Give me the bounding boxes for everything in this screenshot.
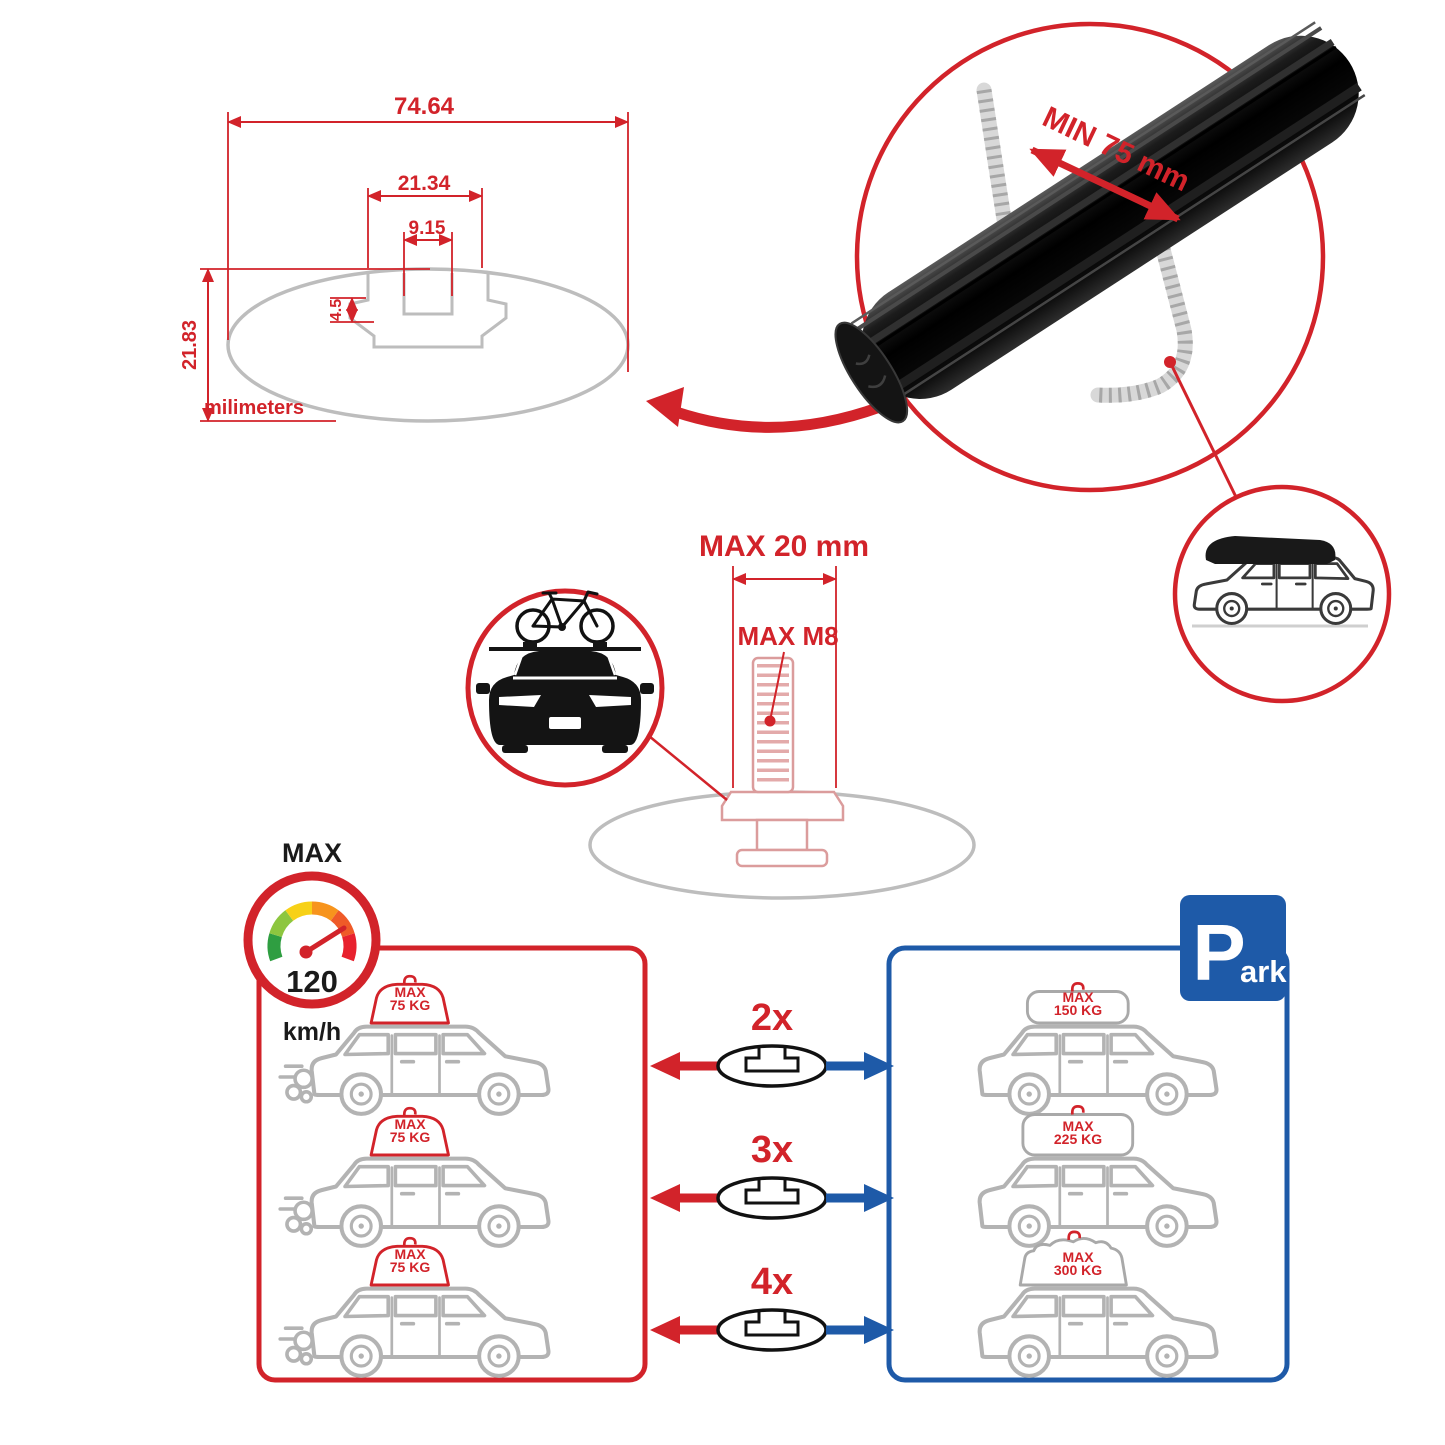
dim-total-width-label: 74.64	[394, 93, 455, 120]
bolt-max-length-label: MAX 20 mm	[699, 530, 869, 563]
dim-lines	[202, 116, 629, 422]
load-label: MAX	[394, 1246, 426, 1262]
crossbar-end-face	[834, 321, 909, 424]
u-bolt	[976, 82, 1193, 403]
speed-value: 120	[286, 964, 338, 999]
crossbar-profile-icon	[716, 1176, 828, 1220]
zoom-circle-outline	[854, 21, 1326, 493]
gauge-hub	[299, 945, 313, 959]
load-weight: 150 KG	[1054, 1002, 1102, 1018]
park-sign-plate	[1180, 895, 1286, 1001]
dim-lip-depth-label: 4.5	[328, 299, 345, 321]
crossbar-profile-icon	[716, 1308, 828, 1352]
crossbar-zoom-circle: MIN 75 mm	[834, 21, 1366, 493]
count-label: 2x	[751, 997, 793, 1039]
bolt-extension-lines	[732, 566, 837, 788]
dim-slot-width-label: 9.15	[409, 218, 446, 239]
speed-max-label: MAX	[282, 838, 342, 868]
load-weight: 75 KG	[390, 1259, 431, 1275]
parked-cars: MAX 150 KG MAX 225 KG MAX 300 KG	[980, 981, 1217, 1376]
callout-dot	[1164, 356, 1176, 368]
gauge-ring	[243, 871, 381, 1009]
profile-channel	[348, 271, 508, 349]
callout-line-suv	[1170, 365, 1238, 498]
gauge-needle	[303, 925, 347, 955]
park-sign-letter: P	[1192, 908, 1245, 997]
bike-car-circle	[465, 588, 665, 788]
park-sign: P ark	[1180, 895, 1287, 1001]
load-label: MAX	[394, 984, 426, 1000]
load-label: MAX	[1062, 1118, 1094, 1134]
driving-cars: MAX 75 KG MAX 75 KG MAX 75 KG	[278, 974, 548, 1376]
speed-gauge: MAX 120 km/h	[243, 838, 381, 1046]
count-label: 4x	[751, 1261, 793, 1303]
load-label: MAX	[394, 1116, 426, 1132]
zoom-pointer-arrow	[646, 387, 886, 433]
dim-channel-width-label: 21.34	[398, 172, 451, 195]
load-label: MAX	[1062, 1249, 1094, 1265]
left-arrowhead	[650, 1316, 680, 1344]
m8-callout-dot	[764, 715, 776, 727]
gauge-arc	[267, 901, 357, 962]
car-front-view-icon	[476, 642, 654, 753]
load-label: MAX	[1062, 989, 1094, 1005]
count-label: 3x	[751, 1129, 793, 1171]
crossbar-3d	[834, 21, 1366, 424]
suv-roofbox-circle	[1172, 484, 1392, 704]
left-arrowhead	[650, 1184, 680, 1212]
dim-extension-lines	[200, 112, 629, 422]
bolt-detail-diagram: MAX 20 mm MAX M8	[588, 530, 976, 900]
roof-cargo-box	[1205, 536, 1336, 564]
speed-unit: km/h	[283, 1018, 341, 1046]
m8-leader-line	[770, 651, 785, 717]
multiplier-rows: 2x 3x 4x	[650, 997, 894, 1352]
callout-line-bikecar	[648, 735, 728, 801]
suv-illustration	[1192, 536, 1375, 628]
profile-slot	[402, 273, 454, 316]
left-arrowhead	[650, 1052, 680, 1080]
right-arrowhead	[864, 1184, 894, 1212]
bolt-max-thread-label: MAX M8	[737, 621, 838, 651]
load-weight: 300 KG	[1054, 1262, 1102, 1278]
crossbar-profile-icon	[716, 1044, 828, 1088]
right-arrowhead	[864, 1052, 894, 1080]
load-weight: 75 KG	[390, 997, 431, 1013]
load-weight: 225 KG	[1054, 1131, 1102, 1147]
dim-units-label: milimeters	[204, 397, 304, 419]
dim-height-label: 21.83	[179, 320, 201, 370]
park-sign-rest: ark	[1240, 954, 1287, 989]
right-arrowhead	[864, 1316, 894, 1344]
profile-dimension-diagram: 74.64 21.34 9.15 4.5 21.83 milimeters	[179, 93, 630, 423]
load-weight: 75 KG	[390, 1129, 431, 1145]
